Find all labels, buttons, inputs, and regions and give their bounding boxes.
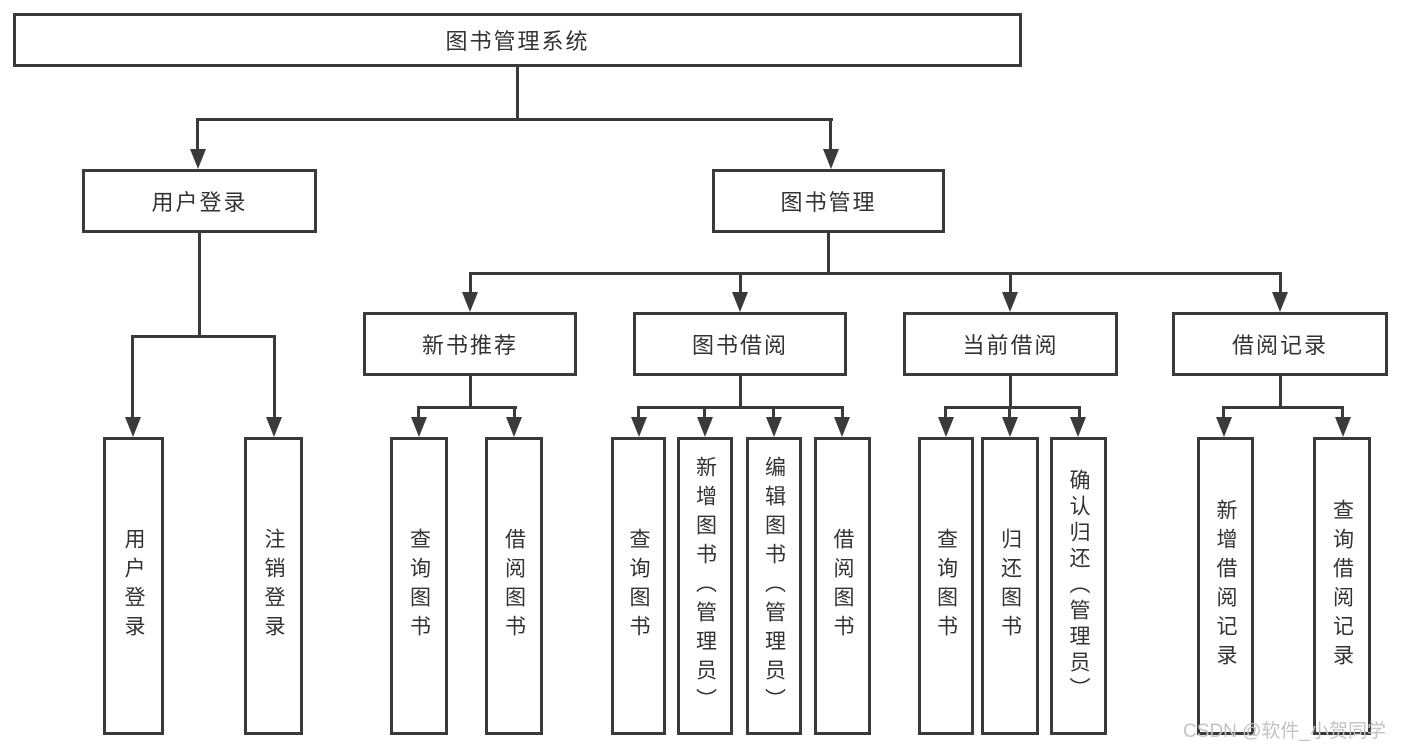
connector-user-login-stem — [198, 231, 201, 337]
arrow-down-icon — [1002, 292, 1018, 312]
arrow-down-icon — [1216, 417, 1232, 437]
connector-user-login-branch — [131, 335, 276, 338]
node-label: 当前借阅 — [962, 333, 1059, 358]
connector-leaf-stem — [1008, 406, 1011, 419]
connector-book-mgmt-stem — [827, 231, 830, 275]
node-current-borrowing: 当前借阅 — [903, 312, 1118, 376]
arrow-down-icon — [834, 417, 850, 437]
leaf-label: 新增图书（管理员） — [693, 455, 717, 717]
connector-leaf-stem — [513, 406, 516, 419]
connector-to-leaf-user-login — [131, 335, 134, 419]
leaf-label: 用户登录 — [122, 528, 145, 644]
connector-leaf-stem — [841, 406, 844, 419]
node-user-login: 用户登录 — [82, 169, 317, 233]
connector-current-borrow-branch — [944, 406, 1081, 409]
leaf-label: 新增借阅记录 — [1214, 499, 1237, 673]
leaf-label: 查询图书 — [934, 528, 958, 644]
leaf-return-books: 归还图书 — [981, 437, 1039, 735]
node-book-borrowing: 图书借阅 — [633, 312, 847, 376]
connector-new-book-rec-branch — [417, 406, 517, 409]
arrow-down-icon — [1070, 417, 1086, 437]
csdn-watermark: CSDN @软件_小贺同学 — [1183, 721, 1386, 742]
leaf-borrow-books: 借阅图书 — [814, 437, 871, 735]
arrow-down-icon — [190, 149, 206, 169]
node-label: 图书管理系统 — [445, 29, 590, 54]
connector-to-borrow-record — [1279, 272, 1282, 293]
connector-to-new-book-rec — [469, 272, 472, 293]
leaf-label: 确认归还（管理员） — [1067, 469, 1090, 703]
connector-to-book-mgmt — [829, 118, 832, 150]
leaf-logout-login: 注销登录 — [244, 437, 303, 735]
connector-leaf-stem — [703, 406, 706, 419]
leaf-query-books-borrowing: 查询图书 — [611, 437, 666, 735]
node-new-book-recommend: 新书推荐 — [363, 312, 577, 376]
connector-borrow-record-branch — [1222, 406, 1344, 409]
connector-new-book-rec-stem — [469, 374, 472, 408]
arrow-down-icon — [732, 292, 748, 312]
leaf-label: 注销登录 — [262, 528, 285, 644]
leaf-user-login: 用户登录 — [103, 437, 164, 735]
connector-leaf-stem — [944, 406, 947, 419]
connector-leaf-stem — [1078, 406, 1081, 419]
connector-book-mgmt-branch — [469, 272, 1282, 275]
arrow-down-icon — [697, 417, 713, 437]
leaf-add-books-admin: 新增图书（管理员） — [677, 437, 733, 735]
leaf-query-books-current: 查询图书 — [918, 437, 974, 735]
leaf-confirm-return-admin: 确认归还（管理员） — [1050, 437, 1107, 735]
connector-book-borrow-stem — [739, 374, 742, 408]
arrow-down-icon — [462, 292, 478, 312]
connector-root-branch — [196, 118, 833, 121]
leaf-label: 归还图书 — [998, 528, 1022, 644]
arrow-down-icon — [125, 417, 141, 437]
leaf-label: 查询借阅记录 — [1330, 499, 1354, 673]
leaf-add-borrow-record: 新增借阅记录 — [1197, 437, 1254, 735]
arrow-down-icon — [631, 417, 647, 437]
connector-leaf-stem — [1341, 406, 1344, 419]
leaf-label: 编辑图书（管理员） — [762, 455, 786, 717]
arrow-down-icon — [1272, 292, 1288, 312]
connector-leaf-stem — [1222, 406, 1225, 419]
node-label: 用户登录 — [151, 190, 248, 215]
leaf-query-books-recommend: 查询图书 — [390, 437, 448, 735]
arrow-down-icon — [938, 417, 954, 437]
connector-leaf-stem — [417, 406, 420, 419]
node-label: 新书推荐 — [421, 333, 518, 358]
node-borrowing-records: 借阅记录 — [1172, 312, 1388, 376]
node-label: 借阅记录 — [1231, 333, 1328, 358]
arrow-down-icon — [266, 417, 282, 437]
leaf-label: 查询图书 — [627, 528, 650, 644]
arrow-down-icon — [1002, 417, 1018, 437]
connector-current-borrow-stem — [1009, 374, 1012, 408]
arrow-down-icon — [411, 417, 427, 437]
connector-to-leaf-logout — [273, 335, 276, 419]
connector-borrow-record-stem — [1279, 374, 1282, 408]
connector-leaf-stem — [772, 406, 775, 419]
connector-to-book-borrow — [739, 272, 742, 293]
leaf-query-borrow-record: 查询借阅记录 — [1313, 437, 1371, 735]
connector-to-current-borrow — [1009, 272, 1012, 293]
leaf-label: 查询图书 — [407, 528, 431, 644]
leaf-edit-books-admin: 编辑图书（管理员） — [746, 437, 802, 735]
arrow-down-icon — [506, 417, 522, 437]
node-library-management-system: 图书管理系统 — [13, 13, 1022, 67]
connector-book-borrow-branch — [637, 406, 844, 409]
arrow-down-icon — [1335, 417, 1351, 437]
arrow-down-icon — [766, 417, 782, 437]
node-label: 图书管理 — [780, 190, 877, 215]
node-label: 图书借阅 — [691, 333, 788, 358]
leaf-label: 借阅图书 — [831, 528, 854, 644]
connector-root-stem — [516, 65, 519, 120]
arrow-down-icon — [823, 149, 839, 169]
node-book-management: 图书管理 — [712, 169, 945, 233]
leaf-label: 借阅图书 — [502, 528, 526, 644]
leaf-borrow-books-recommend: 借阅图书 — [485, 437, 543, 735]
connector-leaf-stem — [637, 406, 640, 419]
connector-to-user-login — [196, 118, 199, 150]
